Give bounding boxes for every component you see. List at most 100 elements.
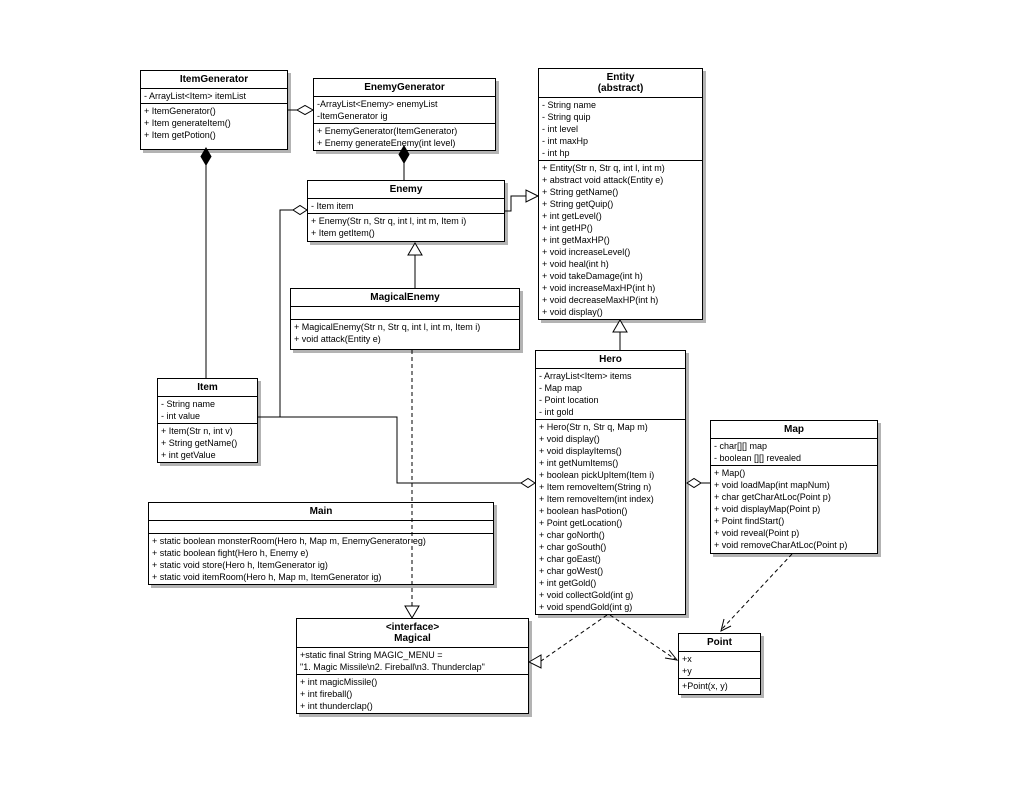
uml-row: + int getMaxHP() [542,235,610,245]
uml-row: Enemy [389,184,423,195]
attributes-section [291,307,519,319]
uml-row: + void increaseLevel() [542,247,631,257]
uml-row: - Map map [539,383,583,393]
uml-row: + void display() [542,307,603,317]
uml-row: (abstract) [597,83,644,94]
uml-row: + Enemy generateEnemy(int level) [317,138,456,148]
uml-row: + Item(Str n, int v) [161,426,233,436]
uml-row: + void takeDamage(int h) [542,271,643,281]
uml-row: Map [784,424,804,435]
uml-row: - String name [542,100,597,110]
edge-map-depends-on-point [720,553,793,632]
class-title: Main [149,503,493,521]
uml-row: + void collectGold(int g) [539,590,634,600]
edge-hero-aggregates-item [258,416,536,489]
edge-hero-extends-entity [612,319,628,351]
uml-row: - String name [161,399,216,409]
attributes-section: - ArrayList<Item> itemList [141,89,287,103]
uml-row: Magical [394,633,431,644]
uml-row: + int getValue [161,450,216,460]
uml-row: + Item getPotion() [144,130,216,140]
uml-row: +y [682,666,692,676]
uml-row: + void removeCharAtLoc(Point p) [714,540,848,550]
attributes-section: - String name - String quip - int level - i… [539,98,702,160]
methods-section: + static boolean monsterRoom(Hero h, Map… [149,533,493,584]
uml-row: + Item generateItem() [144,118,231,128]
uml-row: Main [309,506,333,517]
methods-section: + int magicMissile()+ int fireball()+ in… [297,674,528,713]
uml-row: - Item item [311,201,354,211]
uml-row: Hero [599,354,622,365]
attributes-section [149,521,493,533]
uml-row: + Point findStart() [714,516,785,526]
uml-row: + static boolean fight(Hero h, Enemy e) [152,548,309,558]
class-main: Main + static boolean monsterRoom(Hero h… [148,502,494,585]
methods-section: + Map()+ void loadMap(int mapNum)+ char … [711,465,877,552]
edge-enemy-extends-entity [505,189,540,212]
uml-row: "1. Magic Missile\n2. Fireball\n3. Thund… [300,662,485,672]
uml-row: + void display() [539,434,600,444]
methods-section: + Entity(Str n, Str q, int l, int m) + ab… [539,160,702,319]
uml-row: + String getName() [161,438,238,448]
methods-section: + Hero(Str n, Str q, Map m) + void displa… [536,419,685,614]
uml-row: - int hp [542,148,570,158]
methods-section: + Enemy(Str n, Str q, int l, int m, Item… [308,213,504,240]
uml-row: + Item removeItem(String n) [539,482,652,492]
class-title: Point [679,634,760,652]
uml-row: EnemyGenerator [364,82,445,93]
uml-row: + void spendGold(int g) [539,602,633,612]
attributes-section: - String name- int value [158,397,257,423]
attributes-section: +static final String MAGIC_MENU = "1. Mag… [297,648,528,674]
edge-enemygenerator-composes-enemy [398,145,410,181]
uml-row: + int thunderclap() [300,701,373,711]
uml-row: Point [707,637,732,648]
methods-section: +Point(x, y) [679,678,760,693]
uml-row: - ArrayList<Item> items [539,371,632,381]
uml-row: + Hero(Str n, Str q, Map m) [539,422,648,432]
class-title: ItemGenerator [141,71,287,89]
uml-row: +Point(x, y) [682,681,728,691]
uml-row: - int level [542,124,579,134]
uml-row: - Point location [539,395,599,405]
uml-row: -ItemGenerator ig [317,111,388,121]
attributes-section: - Item item [308,199,504,213]
uml-row: <interface> [385,622,440,633]
uml-row: + void loadMap(int mapNum) [714,480,830,490]
uml-row: - ArrayList<Item> itemList [144,91,247,101]
uml-row: + Entity(Str n, Str q, int l, int m) [542,163,665,173]
uml-row: + boolean pickUpItem(Item i) [539,470,655,480]
uml-row: + int getLevel() [542,211,602,221]
methods-section: + ItemGenerator()+ Item generateItem()+ … [141,103,287,142]
uml-row: + int getGold() [539,578,597,588]
uml-row: + void decreaseMaxHP(int h) [542,295,659,305]
uml-row: + char goEast() [539,554,601,564]
class-title: <interface>Magical [297,619,528,648]
uml-row: + String getName() [542,187,619,197]
attributes-section: - ArrayList<Item> items - Map map - Point … [536,369,685,419]
uml-row: + char goWest() [539,566,604,576]
uml-row: + static boolean monsterRoom(Hero h, Map… [152,536,426,546]
class-magical-enemy: MagicalEnemy + MagicalEnemy(Str n, Str q… [290,288,520,350]
uml-row: - String quip [542,112,591,122]
edge-itemgenerator-composes-item [200,147,212,379]
uml-row: + abstract void attack(Entity e) [542,175,664,185]
uml-row: + int fireball() [300,689,353,699]
class-title: MagicalEnemy [291,289,519,307]
uml-row: + char goSouth() [539,542,607,552]
class-point: Point +x+y +Point(x, y) [678,633,761,695]
uml-row: +static final String MAGIC_MENU = [300,650,443,660]
class-item: Item - String name- int value + Item(Str… [157,378,258,463]
uml-row: ItemGenerator [179,74,249,85]
class-title: Item [158,379,257,397]
uml-row: + void displayMap(Point p) [714,504,821,514]
uml-row: -ArrayList<Enemy> enemyList [317,99,438,109]
class-title: Map [711,421,877,439]
class-item-generator: ItemGenerator - ArrayList<Item> itemList… [140,70,288,150]
class-map: Map - char[][] map- boolean [][] reveale… [710,420,878,554]
uml-row: - boolean [][] revealed [714,453,802,463]
class-entity: Entity(abstract) - String name- String q… [538,68,703,320]
attributes-section: -ArrayList<Enemy> enemyList -ItemGenerato… [314,97,495,123]
edge-enemygenerator-aggregates-itemgenerator [288,104,315,116]
methods-section: + MagicalEnemy(Str n, Str q, int l, int … [291,319,519,346]
